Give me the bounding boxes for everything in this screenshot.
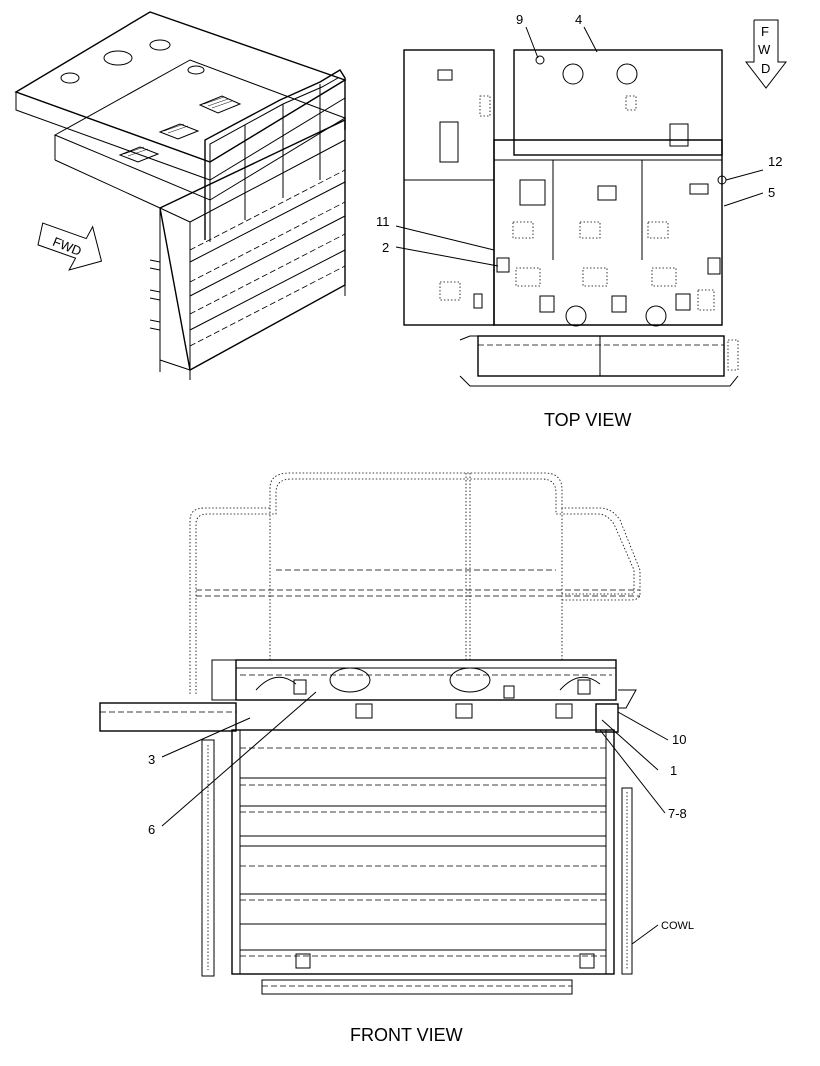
callout-3: 3: [148, 752, 155, 767]
top-view-leaders: [395, 26, 764, 267]
callout-7-8: 7-8: [668, 806, 687, 821]
front-view: [99, 472, 641, 995]
callout-5: 5: [768, 185, 775, 200]
fwd-letter-w: W: [758, 42, 771, 57]
fwd-arrow-icon: FWD: [37, 222, 103, 271]
callout-cowl: COWL: [661, 920, 694, 932]
vent-grilles: [439, 95, 715, 311]
top-view: [403, 49, 739, 387]
callout-6: 6: [148, 822, 155, 837]
fwd-letter-d: D: [761, 61, 770, 76]
callout-4: 4: [575, 12, 582, 27]
front-view-leaders: [161, 691, 669, 945]
front-view-title: FRONT VIEW: [350, 1025, 463, 1045]
callout-9: 9: [516, 12, 523, 27]
top-view-title: TOP VIEW: [544, 410, 631, 430]
callout-11: 11: [376, 214, 390, 229]
isometric-view: [14, 11, 347, 380]
callout-10: 10: [672, 732, 686, 747]
fwd-direction-icon: F W D: [744, 19, 788, 89]
callout-12: 12: [768, 154, 782, 169]
fwd-letter-f: F: [761, 24, 769, 39]
callout-2: 2: [382, 240, 389, 255]
callout-1: 1: [670, 763, 677, 778]
